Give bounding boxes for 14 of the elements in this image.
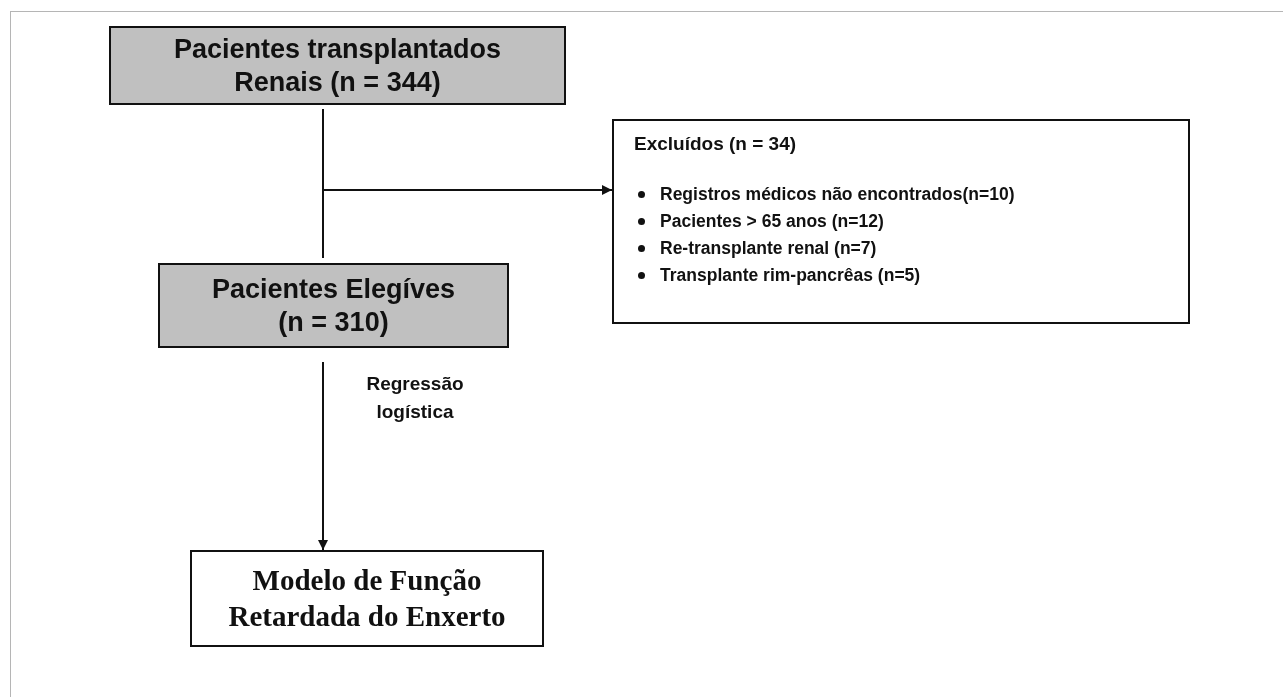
- exclusion-box: [612, 119, 1190, 324]
- box-text: Pacientes Elegíves (n = 310): [210, 272, 457, 339]
- arrow: [322, 108, 613, 195]
- bullet-item: Re-transplante renal (n=7): [660, 237, 877, 260]
- process-box: [158, 263, 509, 348]
- bullet-item: Registros médicos não encontrados(n=10): [660, 183, 1015, 206]
- box-text: Pacientes transplantados Renais (n = 344): [172, 32, 503, 99]
- box-heading: Excluídos (n = 34): [634, 133, 798, 155]
- arrow: [318, 361, 328, 551]
- process-box: [190, 550, 544, 647]
- box-text: Modelo de Função Retardada do Enxerto: [227, 563, 507, 634]
- bullet-item: Pacientes > 65 anos (n=12): [660, 210, 884, 233]
- process-box: [109, 26, 566, 105]
- bullet-item: Transplante rim-pancrêas (n=5): [660, 264, 921, 287]
